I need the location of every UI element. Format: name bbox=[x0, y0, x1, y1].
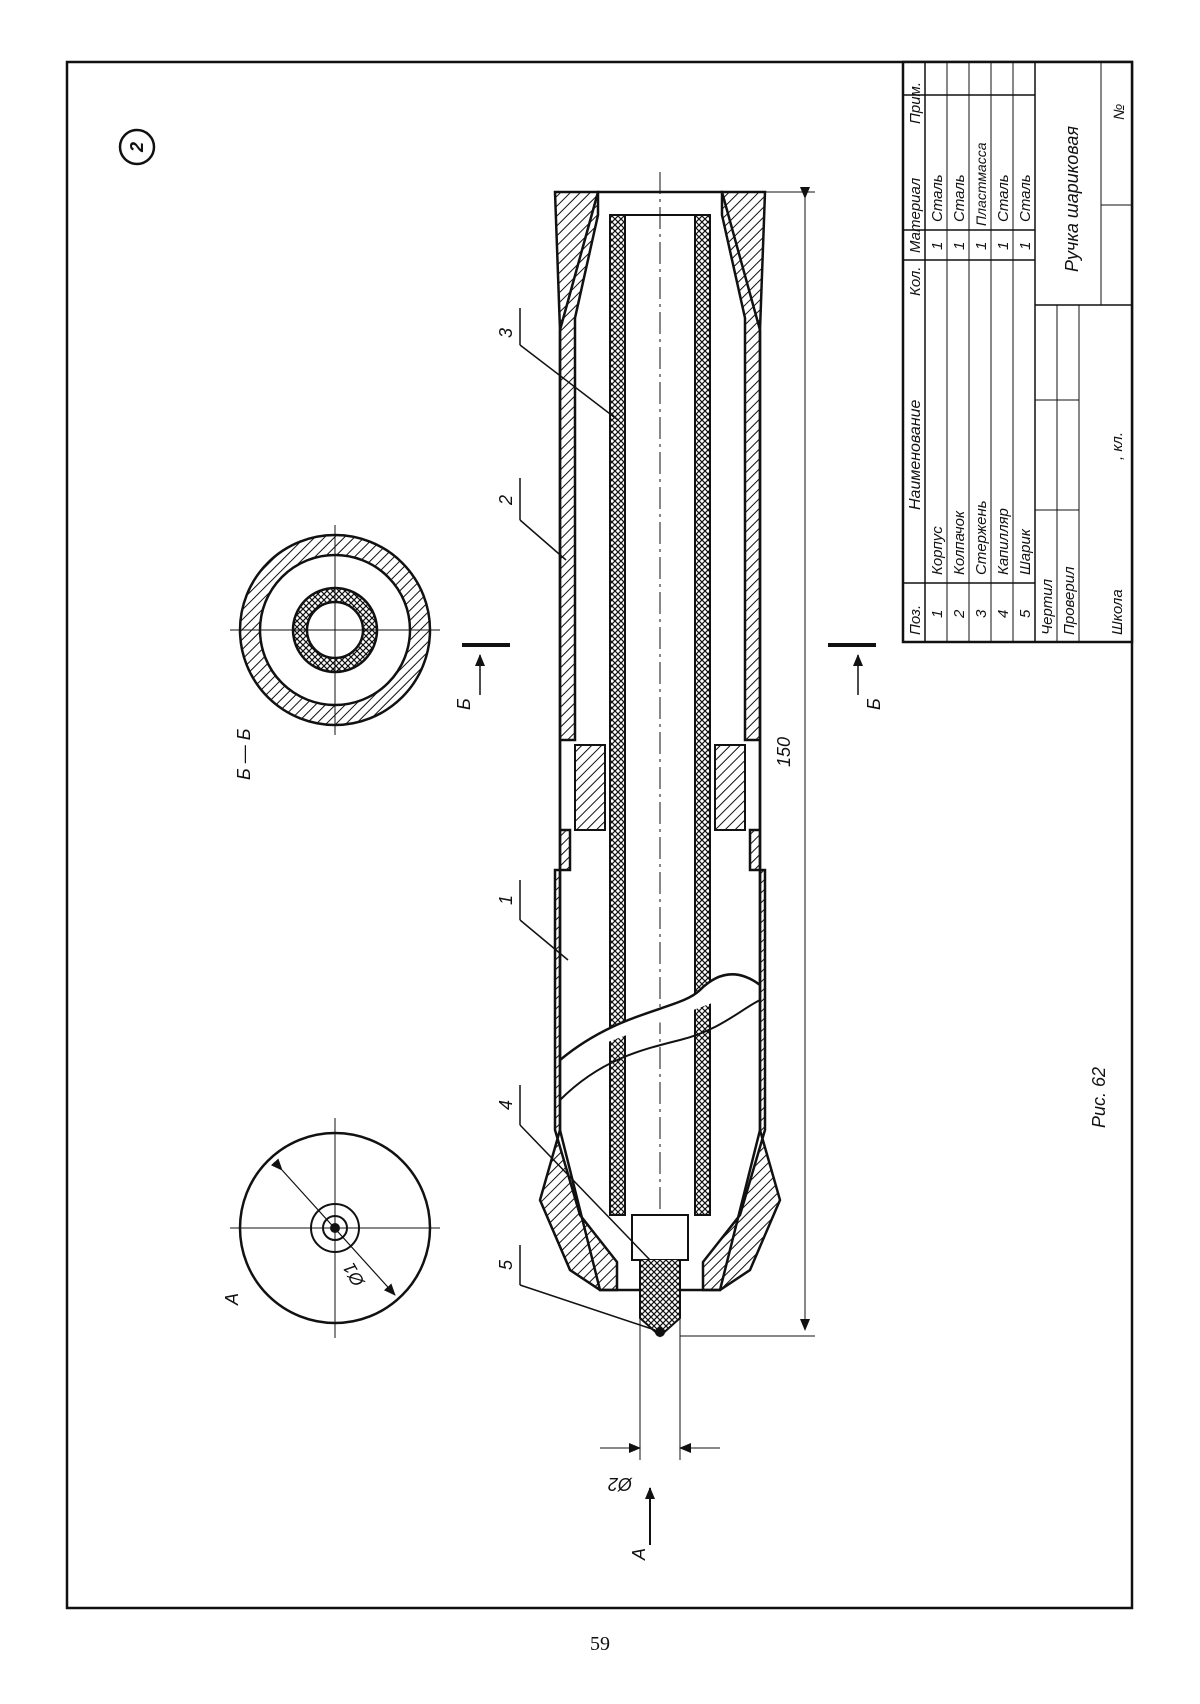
callout-5-label: 5 bbox=[496, 1259, 516, 1270]
row-3-material: Пластмасса bbox=[973, 142, 989, 226]
header-qty: Кол. bbox=[907, 267, 924, 296]
parts-list-table bbox=[901, 60, 1134, 644]
title-block-number: № bbox=[1111, 104, 1128, 120]
header-note: Прим. bbox=[907, 82, 924, 124]
dimension-tip: Ø2 bbox=[600, 1318, 720, 1494]
row-1-qty: 1 bbox=[929, 242, 946, 250]
class-label: , кл. bbox=[1109, 432, 1126, 460]
callout-4-label: 4 bbox=[496, 1100, 516, 1110]
table-row: 3 Стержень 1 Пластмасса bbox=[973, 142, 990, 618]
callout-2-label: 2 bbox=[496, 495, 516, 506]
callout-4: 4 bbox=[496, 1085, 651, 1261]
row-2-name: Колпачок bbox=[951, 510, 968, 575]
row-3-qty: 1 bbox=[973, 242, 990, 250]
table-row: 1 Корпус 1 Сталь bbox=[929, 174, 946, 618]
table-row: 4 Капилляр 1 Сталь bbox=[995, 174, 1012, 618]
row-2-pos: 2 bbox=[951, 609, 968, 619]
header-pos: Поз. bbox=[907, 605, 924, 635]
pen-section-view bbox=[538, 172, 782, 1338]
checked-label: Проверил bbox=[1061, 566, 1078, 635]
row-5-pos: 5 bbox=[1017, 609, 1034, 618]
dim-length-label: 150 bbox=[774, 737, 794, 767]
callout-3: 3 bbox=[496, 308, 619, 421]
figure-caption: Рис. 62 bbox=[1089, 1067, 1109, 1128]
row-4-name: Капилляр bbox=[995, 508, 1012, 575]
row-1-pos: 1 bbox=[929, 610, 946, 618]
sheet-number-badge: 2 bbox=[118, 128, 156, 166]
section-marker-left-label: Б bbox=[454, 698, 474, 710]
view-arrow-a-label: А bbox=[629, 1548, 649, 1561]
callout-1: 1 bbox=[496, 880, 569, 961]
school-label: Школа bbox=[1109, 589, 1126, 635]
dimension-length: 150 bbox=[680, 187, 815, 1337]
table-row: 5 Шарик 1 Сталь bbox=[1017, 174, 1034, 618]
title-block-title: Ручка шариковая bbox=[1062, 126, 1082, 272]
drawn-label: Чертил bbox=[1039, 578, 1056, 635]
row-3-pos: 3 bbox=[973, 609, 990, 618]
row-5-material: Сталь bbox=[1017, 174, 1034, 222]
dim-tip-label: Ø2 bbox=[608, 1474, 633, 1494]
row-5-name: Шарик bbox=[1017, 528, 1034, 575]
section-marker-left: Б bbox=[454, 643, 510, 710]
row-1-name: Корпус bbox=[929, 526, 946, 575]
drawing-frame bbox=[65, 60, 1134, 1610]
section-marker-right: Б bbox=[828, 643, 884, 710]
header-material: Материал bbox=[907, 177, 924, 253]
row-1-material: Сталь bbox=[929, 174, 946, 222]
row-3-name: Стержень bbox=[973, 500, 990, 575]
row-2-material: Сталь bbox=[951, 174, 968, 222]
callout-1-label: 1 bbox=[496, 895, 516, 905]
view-a: Ø1 А bbox=[222, 1118, 440, 1338]
page-number: 59 bbox=[590, 1633, 610, 1655]
view-arrow-a: А bbox=[629, 1487, 655, 1561]
row-4-material: Сталь bbox=[995, 174, 1012, 222]
view-a-label: А bbox=[222, 1293, 242, 1306]
callout-5: 5 bbox=[496, 1245, 656, 1331]
row-4-qty: 1 bbox=[995, 242, 1012, 250]
section-marker-right-label: Б bbox=[864, 698, 884, 710]
section-bb-view: Б — Б bbox=[230, 525, 440, 780]
header-name: Наименование bbox=[907, 399, 924, 510]
table-row: 2 Колпачок 1 Сталь bbox=[951, 174, 968, 619]
sheet-number: 2 bbox=[127, 142, 147, 153]
callout-3-label: 3 bbox=[496, 328, 516, 338]
row-5-qty: 1 bbox=[1017, 242, 1034, 250]
row-2-qty: 1 bbox=[951, 242, 968, 250]
section-bb-label: Б — Б bbox=[234, 728, 254, 780]
callout-2: 2 bbox=[496, 478, 567, 561]
row-4-pos: 4 bbox=[995, 610, 1012, 618]
